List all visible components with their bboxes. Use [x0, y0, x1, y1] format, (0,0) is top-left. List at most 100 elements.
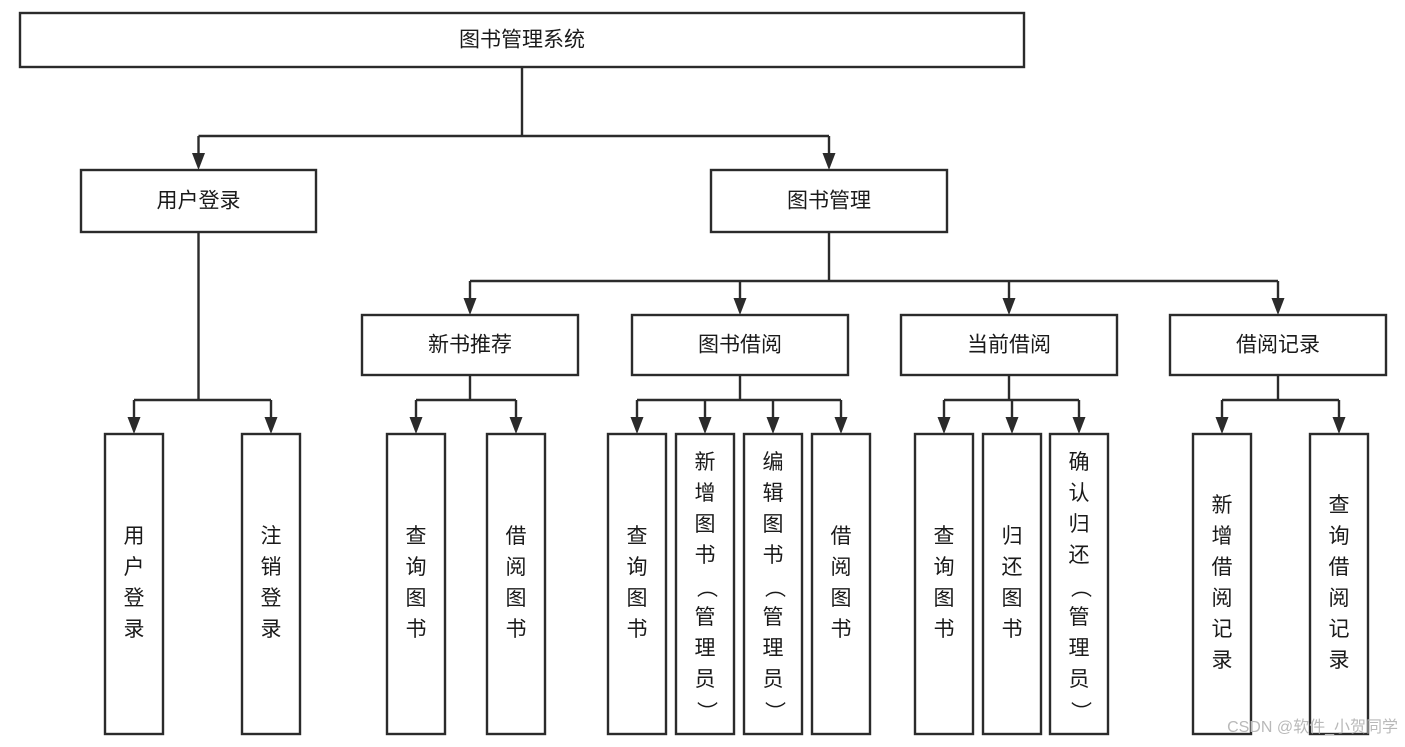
node-label-char: 员 — [1069, 668, 1090, 691]
node-current-borrow[interactable]: 当前借阅 — [899, 313, 1119, 377]
node-box[interactable] — [630, 313, 850, 377]
node-label-char: 理 — [1069, 637, 1090, 660]
node-label-char: 图 — [695, 513, 716, 536]
node-label: 新书推荐 — [428, 334, 512, 357]
node-label-char: 还 — [1002, 556, 1023, 579]
node-box[interactable] — [742, 432, 804, 736]
node-label-char: 管 — [695, 606, 716, 629]
node-label-char: 录 — [261, 618, 282, 641]
node-label-char: 辑 — [763, 482, 784, 505]
node-label-char: 归 — [1069, 513, 1090, 536]
arrow-head-icon — [822, 153, 836, 170]
node-label-char: 阅 — [831, 556, 852, 579]
arrow-head-icon — [127, 417, 141, 434]
connector-layer — [127, 67, 1346, 434]
arrow-head-icon — [1271, 298, 1285, 315]
node-box[interactable] — [18, 11, 1026, 69]
node-label-char: 新 — [695, 451, 716, 474]
node-box[interactable] — [709, 168, 949, 234]
node-label-char: 询 — [406, 556, 427, 579]
node-label-char: 记 — [1329, 618, 1350, 641]
node-label-char: 销 — [261, 556, 282, 579]
node-label: 借阅记录 — [1236, 334, 1320, 357]
node-label-char: ） — [694, 701, 717, 722]
node-book-manage[interactable]: 图书管理 — [709, 168, 949, 234]
node-label-char: 询 — [934, 556, 955, 579]
node-label-char: 归 — [1002, 525, 1023, 548]
node-label-char: ） — [762, 701, 785, 722]
node-label-char: 记 — [1212, 618, 1233, 641]
node-label-char: 录 — [1329, 649, 1350, 672]
node-label-char: 书 — [406, 618, 427, 641]
node-box[interactable] — [385, 432, 447, 736]
node-box[interactable] — [1308, 432, 1370, 736]
node-box[interactable] — [1168, 313, 1388, 377]
node-label-char: 阅 — [506, 556, 527, 579]
node-label-char: 用 — [124, 525, 145, 548]
node-box[interactable] — [810, 432, 872, 736]
node-box[interactable] — [981, 432, 1043, 736]
node-label-char: 注 — [261, 525, 282, 548]
node-new-book-recommend[interactable]: 新书推荐 — [360, 313, 580, 377]
arrow-head-icon — [937, 417, 951, 434]
node-label-char: 图 — [934, 587, 955, 610]
node-label-char: 图 — [627, 587, 648, 610]
arrow-head-icon — [463, 298, 477, 315]
node-label-char: 借 — [506, 525, 527, 548]
node-box[interactable] — [674, 432, 736, 736]
node-user-login[interactable]: 用户登录 — [79, 168, 318, 234]
node-box[interactable] — [103, 432, 165, 736]
arrow-head-icon — [409, 417, 423, 434]
node-label-char: ） — [1068, 701, 1091, 722]
node-label-char: 员 — [695, 668, 716, 691]
node-label: 图书借阅 — [698, 334, 782, 357]
node-box[interactable] — [79, 168, 318, 234]
arrow-head-icon — [1002, 298, 1016, 315]
node-box[interactable] — [1191, 432, 1253, 736]
arrow-head-icon — [1005, 417, 1019, 434]
node-book-borrow[interactable]: 图书借阅 — [630, 313, 850, 377]
node-label-char: 图 — [763, 513, 784, 536]
node-label-char: 录 — [124, 618, 145, 641]
watermark: CSDN @软件_小贺同学 — [1227, 718, 1398, 736]
node-label-char: 书 — [627, 618, 648, 641]
node-label-char: 图 — [406, 587, 427, 610]
node-label: 当前借阅 — [967, 334, 1051, 357]
node-label-char: 借 — [1212, 556, 1233, 579]
node-label-char: 书 — [763, 544, 784, 567]
node-label-char: 询 — [627, 556, 648, 579]
node-borrow-record[interactable]: 借阅记录 — [1168, 313, 1388, 377]
node-label-char: 登 — [261, 587, 282, 610]
node-box[interactable] — [485, 432, 547, 736]
node-box[interactable] — [899, 313, 1119, 377]
node-label-char: 认 — [1069, 482, 1090, 505]
node-label-char: 借 — [1329, 556, 1350, 579]
node-label-char: 书 — [506, 618, 527, 641]
node-leaf-user-login[interactable]: 用户登录 — [103, 432, 165, 736]
node-box[interactable] — [240, 432, 302, 736]
node-label-char: 阅 — [1329, 587, 1350, 610]
node-label-char: 管 — [763, 606, 784, 629]
arrow-head-icon — [192, 153, 205, 170]
node-label-char: 理 — [763, 637, 784, 660]
node-box[interactable] — [1048, 432, 1110, 736]
node-box[interactable] — [913, 432, 975, 736]
node-box[interactable] — [360, 313, 580, 377]
node-layer: 图书管理系统用户登录图书管理新书推荐图书借阅当前借阅借阅记录用户登录注销登录查询… — [18, 11, 1388, 736]
node-box[interactable] — [606, 432, 668, 736]
node-root-root[interactable]: 图书管理系统 — [18, 11, 1026, 69]
